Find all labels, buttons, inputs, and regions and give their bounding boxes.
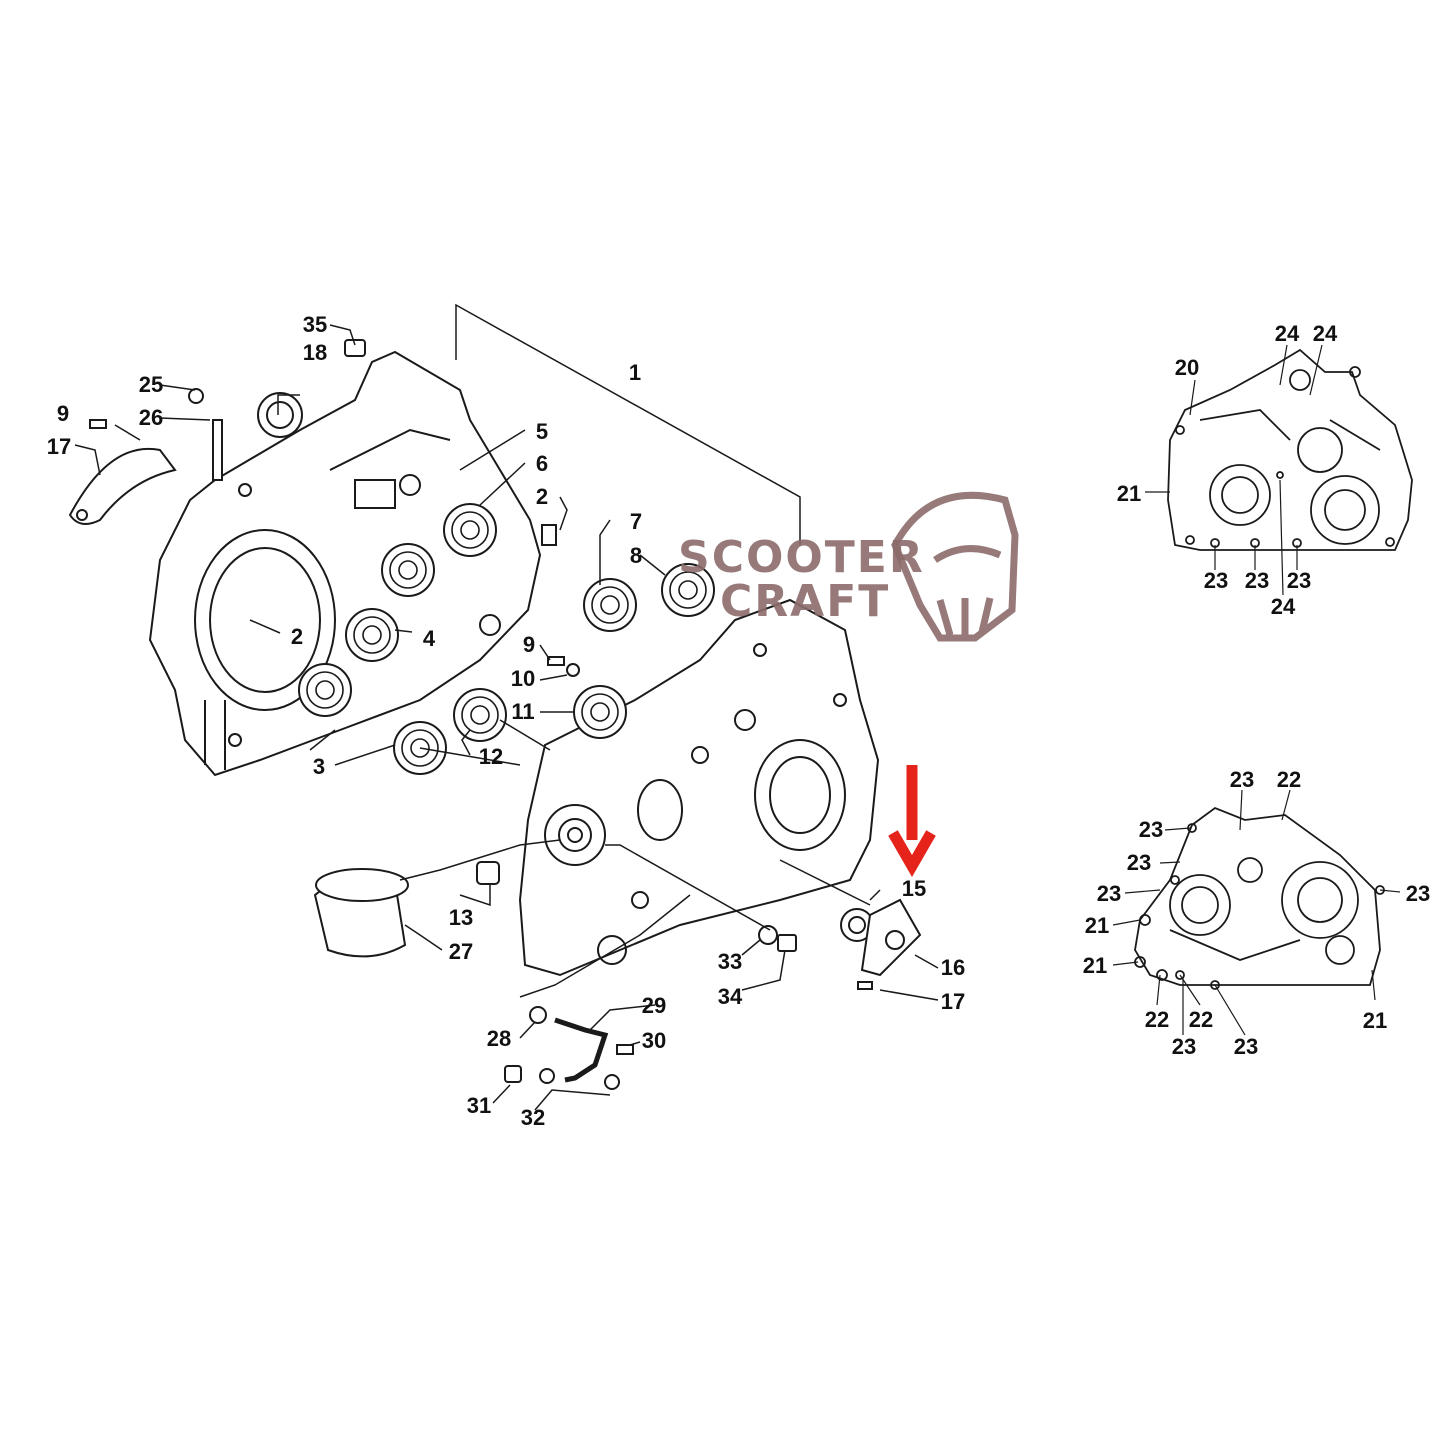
callout-label: 29 bbox=[641, 993, 667, 1018]
callout-label: 30 bbox=[641, 1028, 667, 1053]
callout-label: 25 bbox=[138, 372, 164, 397]
callout-label: 24 bbox=[1270, 594, 1296, 619]
callout-label: 13 bbox=[448, 905, 474, 930]
callout-label: 21 bbox=[1084, 913, 1110, 938]
callout-label: 21 bbox=[1082, 953, 1108, 978]
loose-parts bbox=[68, 339, 922, 1090]
callout-label: 17 bbox=[940, 989, 966, 1014]
detail-bottom-leaders bbox=[1112, 789, 1401, 1036]
callout-label: 23 bbox=[1138, 817, 1164, 842]
callout-label: 21 bbox=[1116, 481, 1142, 506]
callout-label: 23 bbox=[1096, 881, 1122, 906]
callout-label: 3 bbox=[312, 754, 326, 779]
callout-label: 35 bbox=[302, 312, 328, 337]
callout-label: 2 bbox=[290, 624, 304, 649]
callout-label: 34 bbox=[717, 984, 743, 1009]
callout-label: 24 bbox=[1312, 321, 1338, 346]
callout-label: 17 bbox=[46, 434, 72, 459]
leader-lines bbox=[74, 303, 939, 1111]
right-crankcase-half bbox=[518, 598, 880, 977]
callout-label: 10 bbox=[510, 666, 536, 691]
callout-label: 23 bbox=[1233, 1034, 1259, 1059]
callout-label: 23 bbox=[1126, 850, 1152, 875]
watermark-line-2: CRAFT bbox=[720, 576, 891, 627]
callout-label: 9 bbox=[522, 632, 536, 657]
callout-label: 21 bbox=[1362, 1008, 1388, 1033]
callout-label: 1 bbox=[628, 360, 642, 385]
callout-label: 23 bbox=[1286, 568, 1312, 593]
callout-label: 23 bbox=[1203, 568, 1229, 593]
watermark-line-1: SCOOTER bbox=[678, 532, 925, 583]
callout-label: 15 bbox=[901, 876, 927, 901]
callout-label: 24 bbox=[1274, 321, 1300, 346]
detail-view-top bbox=[1167, 348, 1413, 551]
callout-label: 4 bbox=[422, 626, 436, 651]
detail-view-bottom bbox=[1134, 806, 1385, 990]
callout-label: 31 bbox=[466, 1093, 492, 1118]
callout-label: 7 bbox=[629, 509, 643, 534]
callout-label: 6 bbox=[535, 451, 549, 476]
detail-top-leaders bbox=[1145, 344, 1323, 596]
callout-label: 23 bbox=[1405, 881, 1431, 906]
callout-label: 16 bbox=[940, 955, 966, 980]
callout-label: 28 bbox=[486, 1026, 512, 1051]
callout-label: 20 bbox=[1174, 355, 1200, 380]
callout-label: 22 bbox=[1144, 1007, 1170, 1032]
callout-label: 9 bbox=[56, 401, 70, 426]
callout-label: 23 bbox=[1229, 767, 1255, 792]
red-down-arrow-icon bbox=[888, 765, 936, 878]
callout-label: 2 bbox=[535, 484, 549, 509]
callout-label: 12 bbox=[478, 744, 504, 769]
callout-label: 8 bbox=[629, 543, 643, 568]
callout-label: 5 bbox=[535, 419, 549, 444]
left-crankcase-half bbox=[148, 350, 542, 777]
callout-label: 23 bbox=[1244, 568, 1270, 593]
callout-label: 22 bbox=[1276, 767, 1302, 792]
helmet-logo-icon bbox=[891, 491, 1019, 642]
callout-label: 27 bbox=[448, 939, 474, 964]
callout-label: 32 bbox=[520, 1105, 546, 1130]
callout-label: 22 bbox=[1188, 1007, 1214, 1032]
callout-label: 26 bbox=[138, 405, 164, 430]
callout-label: 23 bbox=[1171, 1034, 1197, 1059]
callout-label: 11 bbox=[511, 699, 535, 724]
callout-label: 18 bbox=[302, 340, 328, 365]
callout-label: 33 bbox=[717, 949, 743, 974]
